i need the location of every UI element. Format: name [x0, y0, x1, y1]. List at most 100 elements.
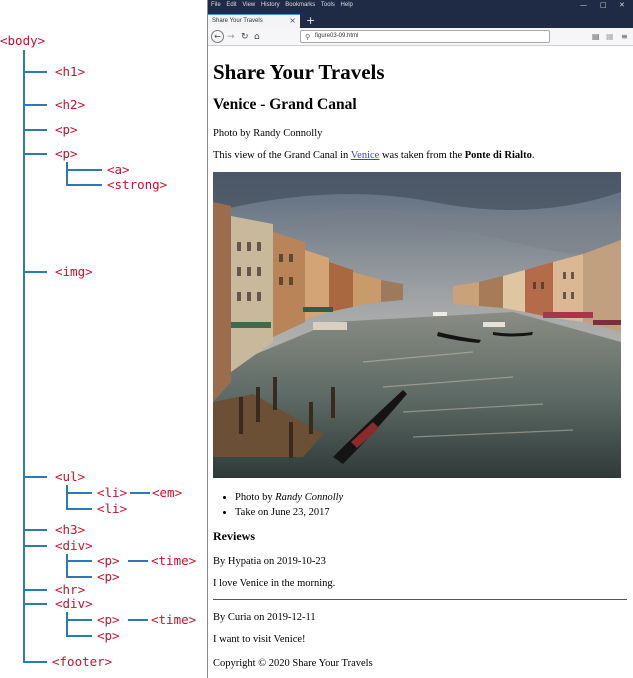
dom-tree-diagram: <body> <h1> <h2> <p> <p> <a> <strong> <i…: [0, 0, 207, 678]
tag-img: <img>: [55, 264, 93, 279]
branch-li1: [66, 492, 92, 494]
venice-link[interactable]: Venice: [350, 150, 380, 161]
navigation-bar: ← → ↻ ⌂ ⚲ figure03-09.html ▤ ▦ ≡: [208, 28, 633, 46]
tag-hr: <hr>: [55, 582, 86, 597]
home-icon[interactable]: ⌂: [254, 32, 260, 42]
branch-em: [130, 492, 150, 494]
tag-p: <p>: [55, 122, 78, 137]
div2-children-stem: [66, 612, 68, 636]
tag-h1: <h1>: [55, 64, 86, 79]
tab-close-icon[interactable]: ×: [289, 16, 296, 25]
div1-children-stem: [66, 554, 68, 577]
branch-time2: [128, 619, 148, 621]
menu-icon[interactable]: ≡: [621, 32, 628, 41]
branch-div2-p2: [66, 635, 92, 637]
branch-h3: [23, 529, 47, 531]
review-text: I want to visit Venice!: [213, 634, 306, 645]
review-date: 2019-10-23: [276, 556, 326, 567]
tree-trunk-line: [23, 50, 25, 662]
url-text: figure03-09.html: [315, 33, 359, 39]
p-children-stem: [66, 162, 68, 185]
tag-p: <p>: [97, 569, 120, 584]
tag-p: <p>: [97, 628, 120, 643]
tag-h2: <h2>: [55, 97, 86, 112]
list-item: Take on June 23, 2017: [235, 505, 343, 520]
search-icon: ⚲: [305, 33, 311, 41]
menu-view[interactable]: View: [242, 2, 256, 8]
tag-div: <div>: [55, 596, 93, 611]
review-text: I love Venice in the morning.: [213, 578, 336, 589]
menu-help[interactable]: Help: [340, 2, 353, 8]
new-tab-icon[interactable]: +: [306, 14, 316, 27]
menu-bookmarks[interactable]: Bookmarks: [285, 2, 316, 8]
browser-window: File Edit View History Bookmarks Tools H…: [207, 0, 633, 678]
menu-list: File Edit View History Bookmarks Tools H…: [211, 2, 357, 8]
ponte-di-rialto-strong: Ponte di Rialto: [464, 150, 532, 161]
grand-canal-photo: [213, 172, 621, 478]
branch-hr: [23, 589, 47, 591]
branch-li2: [66, 508, 92, 510]
tag-ul: <ul>: [55, 469, 86, 484]
photographer-name: Randy Connolly: [275, 492, 344, 503]
minimize-icon[interactable]: —: [580, 1, 587, 9]
branch-p2: [23, 153, 47, 155]
branch-ul: [23, 476, 47, 478]
close-icon[interactable]: ✕: [619, 1, 625, 9]
tag-strong: <strong>: [107, 177, 168, 192]
tag-p: <p>: [55, 146, 78, 161]
branch-div2: [23, 603, 47, 605]
tag-li: <li>: [97, 501, 128, 516]
list-item: Photo by Randy Connolly: [235, 490, 343, 505]
branch-h2: [23, 104, 47, 106]
reviews-heading: Reviews: [213, 529, 255, 543]
review-byline: By Curia on 2019-12-11: [213, 612, 316, 623]
maximize-icon[interactable]: □: [600, 1, 607, 9]
branch-p1: [23, 129, 47, 131]
page-footer: Copyright © 2020 Share Your Travels: [213, 658, 373, 669]
page-content: Share Your Travels Venice - Grand Canal …: [213, 46, 629, 678]
branch-div1: [23, 545, 47, 547]
sidebar-icon[interactable]: ▦: [606, 32, 614, 41]
back-icon[interactable]: ←: [211, 30, 224, 43]
menu-tools[interactable]: Tools: [320, 2, 335, 8]
tag-time: <time>: [151, 553, 197, 568]
menu-history[interactable]: History: [260, 2, 280, 8]
branch-div1-p1: [66, 560, 92, 562]
tag-p: <p>: [97, 553, 120, 568]
tag-a: <a>: [107, 162, 130, 177]
branch-time1: [128, 560, 148, 562]
menu-bar: File Edit View History Bookmarks Tools H…: [208, 0, 633, 14]
photo-credit: Photo by Randy Connolly: [213, 128, 323, 139]
tab-title: Share Your Travels: [212, 18, 263, 24]
branch-a: [66, 169, 102, 171]
tag-em: <em>: [152, 485, 183, 500]
tab-active[interactable]: Share Your Travels ×: [208, 14, 300, 28]
photo-info-list: Photo by Randy Connolly Take on June 23,…: [213, 490, 343, 520]
branch-div1-p2: [66, 576, 92, 578]
tag-li: <li>: [97, 485, 128, 500]
forward-icon[interactable]: →: [227, 32, 235, 42]
branch-h1: [23, 71, 47, 73]
menu-file[interactable]: File: [211, 2, 221, 8]
review-divider: [213, 599, 627, 600]
tab-bar: Share Your Travels × +: [208, 14, 633, 28]
page-title: Share Your Travels: [213, 60, 385, 84]
ul-children-stem: [66, 485, 68, 509]
tag-p: <p>: [97, 612, 120, 627]
reader-icon[interactable]: ▤: [592, 32, 600, 41]
review-byline: By Hypatia on 2019-10-23: [213, 556, 326, 567]
page-subtitle: Venice - Grand Canal: [213, 96, 357, 113]
tag-footer: <footer>: [52, 654, 113, 669]
branch-img: [23, 271, 47, 273]
branch-strong: [66, 184, 102, 186]
photo-description: This view of the Grand Canal in Venice w…: [213, 150, 535, 161]
menu-edit[interactable]: Edit: [226, 2, 237, 8]
reload-icon[interactable]: ↻: [241, 32, 249, 42]
branch-div2-p1: [66, 619, 92, 621]
url-bar[interactable]: ⚲ figure03-09.html: [300, 30, 550, 43]
tag-div: <div>: [55, 538, 93, 553]
tag-h3: <h3>: [55, 522, 86, 537]
review-date: 2019-12-11: [266, 612, 316, 623]
tag-body: <body>: [0, 33, 46, 48]
branch-footer: [23, 661, 47, 663]
